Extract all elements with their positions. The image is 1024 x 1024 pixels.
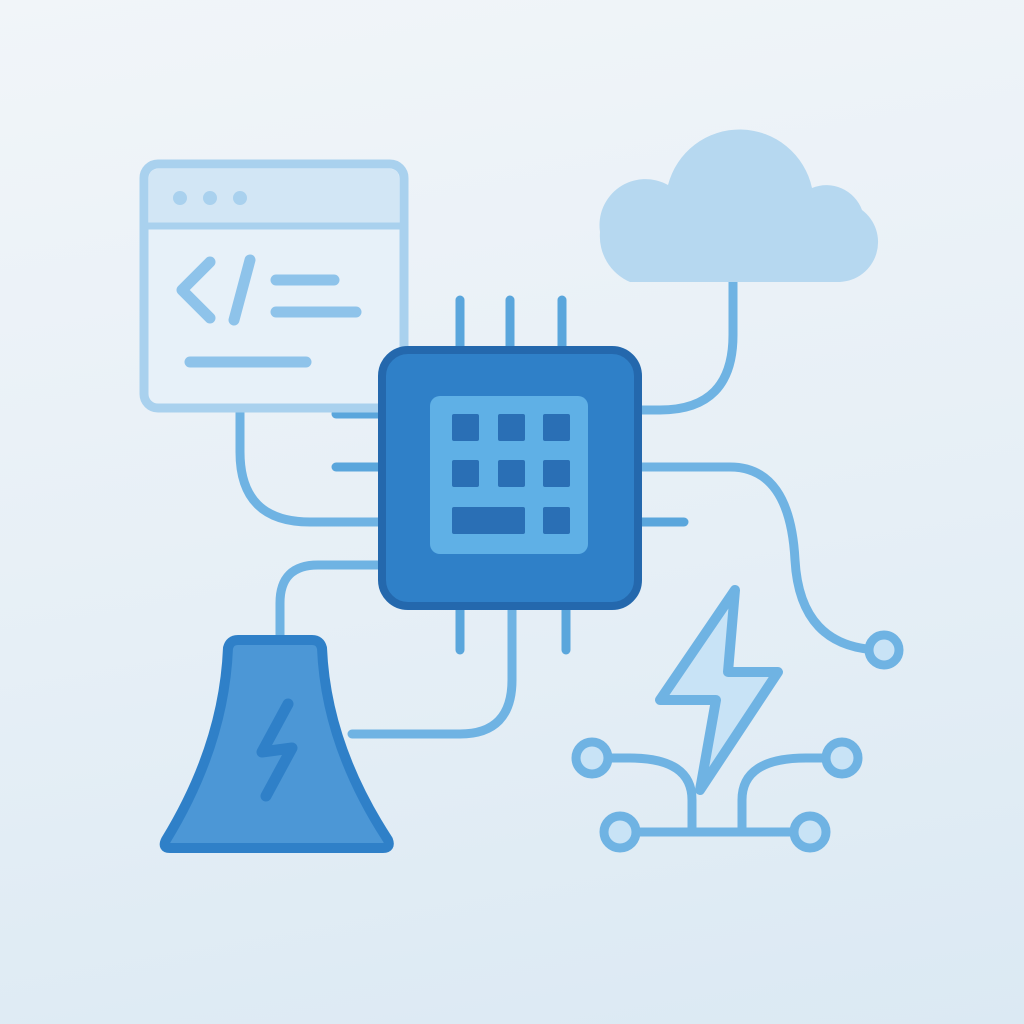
circuit-node-icon: [599, 811, 641, 853]
chip-pins: [331, 295, 689, 655]
cpu-chip-icon: [378, 346, 642, 610]
chip-cell: [452, 460, 479, 487]
lightning-bolt-icon: [655, 585, 783, 795]
circuit-node-icon: [821, 737, 863, 779]
chip-cell: [498, 414, 525, 441]
wire-window-to-chip: [235, 407, 387, 527]
circuit-branch-right: [737, 753, 831, 835]
window-dot-2: [203, 191, 217, 205]
wire-chip-to-node: [635, 462, 885, 655]
wire-cloud-to-chip: [635, 277, 738, 415]
code-window-icon: [139, 159, 409, 413]
circuit-node-icon: [571, 737, 613, 779]
chip-cell: [498, 460, 525, 487]
code-bracket-icon: [176, 256, 216, 324]
circuit-node-icon: [789, 811, 831, 853]
chip-cell-wide: [452, 507, 525, 534]
terminal-node-icon: [864, 630, 904, 670]
tower-body: [159, 635, 394, 853]
cooling-tower-icon: [159, 635, 394, 853]
circuit-tree-icon: [571, 737, 863, 853]
window-dot-3: [233, 191, 247, 205]
chip-cell: [543, 414, 570, 441]
code-slash-icon: [228, 254, 256, 326]
chip-cell: [452, 414, 479, 441]
cloud-icon: [599, 129, 879, 282]
window-title-bar: [149, 169, 399, 226]
circuit-branch-left: [603, 753, 697, 835]
chip-cell-grid: [452, 414, 570, 534]
window-dot-1: [173, 191, 187, 205]
connection-wires: [235, 277, 885, 739]
wire-chip-bottom-to-tower: [347, 603, 517, 739]
chip-cell: [543, 460, 570, 487]
chip-cell: [543, 507, 570, 534]
wire-chip-to-tower: [275, 560, 383, 650]
tower-bolt-icon: [256, 698, 298, 802]
